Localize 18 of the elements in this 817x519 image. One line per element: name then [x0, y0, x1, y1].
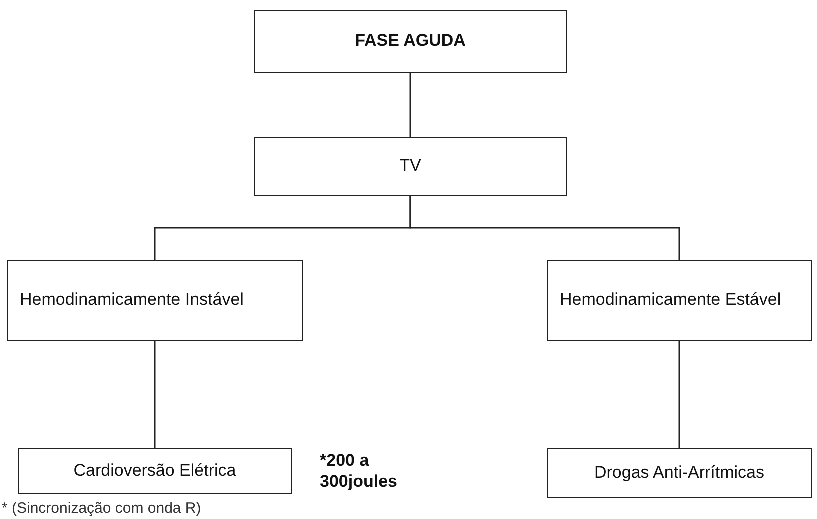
- energy-note: *200 a 300joules: [320, 450, 398, 492]
- process-box: [547, 260, 812, 341]
- connector-line: [678, 341, 680, 448]
- box-text: Hemodinamicamente Estável: [560, 289, 782, 312]
- process-box: [7, 260, 303, 341]
- connector-line: [154, 341, 156, 448]
- process-box: [254, 10, 567, 73]
- process-box: [547, 448, 812, 498]
- box-text: Hemodinamicamente Instável: [20, 289, 244, 312]
- process-box: [18, 448, 292, 494]
- connector-line: [410, 196, 680, 260]
- box-text: TV: [400, 155, 422, 178]
- box-text: FASE AGUDA: [355, 30, 466, 52]
- connector-line: [410, 73, 412, 137]
- process-box: [254, 137, 567, 196]
- box-text: Drogas Anti-Arrítmicas: [594, 462, 765, 484]
- box-text: Cardioversão Elétrica: [74, 460, 236, 482]
- footnote: * (Sincronização com onda R): [2, 500, 202, 517]
